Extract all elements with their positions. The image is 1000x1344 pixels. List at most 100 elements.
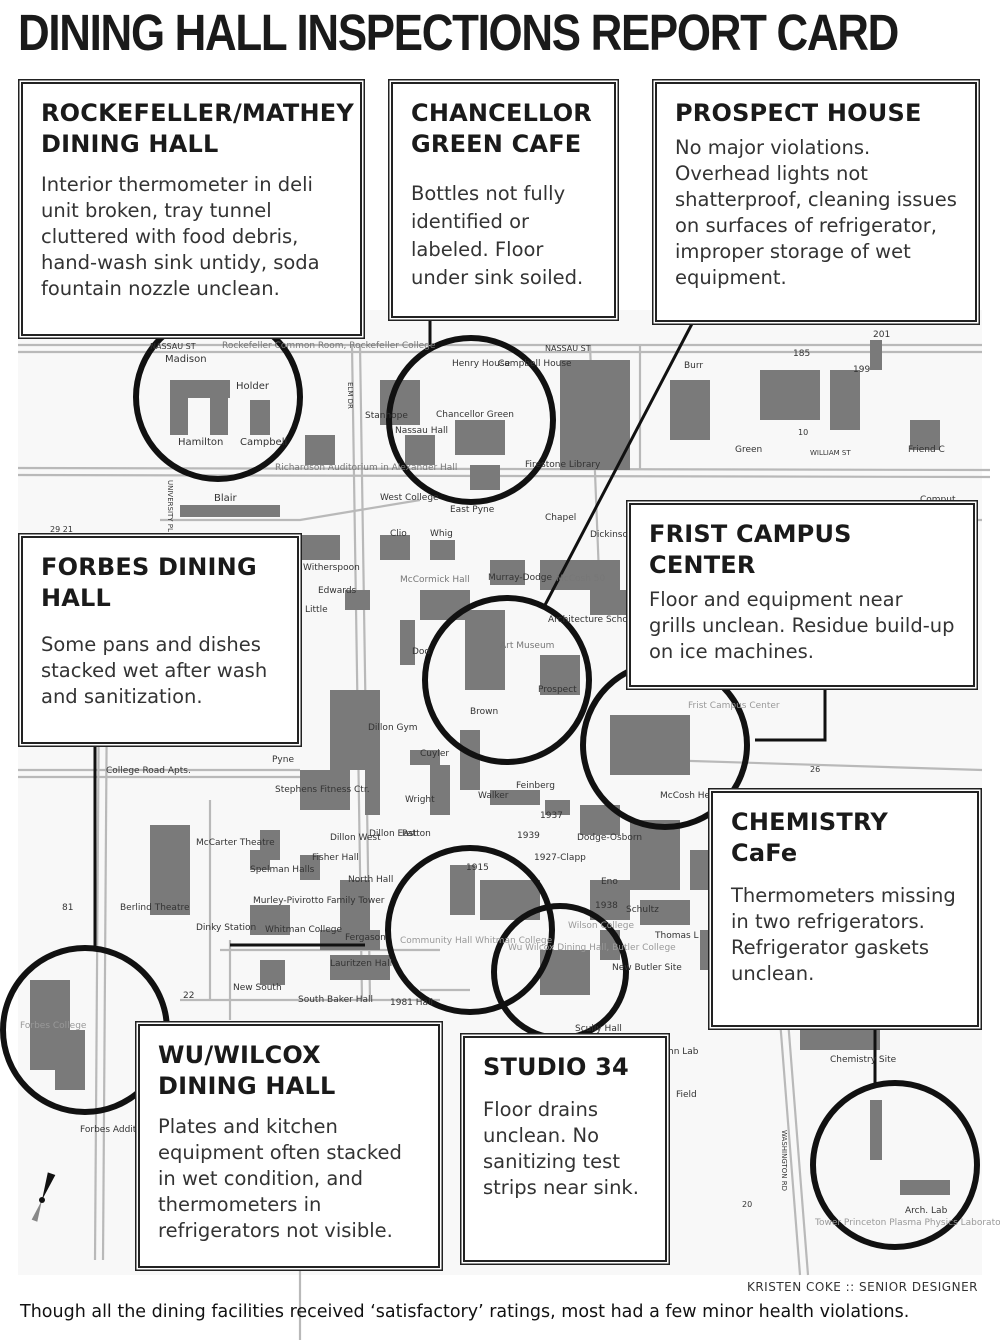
building-footprint: [300, 770, 350, 810]
buildings: [30, 340, 950, 1195]
map-label: Cuyler: [420, 749, 449, 759]
building-footprint: [545, 800, 570, 815]
caption: Though all the dining facilities receive…: [20, 1302, 910, 1322]
callout-title: CHANCELLOR GREEN CAFE: [411, 99, 592, 158]
map-label: Art Museum: [500, 641, 554, 651]
map-label: Henry House: [452, 359, 511, 369]
map-label: Whitman College: [265, 925, 343, 935]
map-label: Architecture School: [548, 615, 636, 625]
map-label: Patton: [402, 829, 431, 839]
map-label: NASSAU ST: [545, 344, 591, 353]
map-label: Stanhope: [365, 411, 408, 421]
north-arrow-icon: [31, 1172, 56, 1222]
map-label: Murray-Dodge: [488, 573, 553, 583]
map-label: UNIVERSITY PL: [166, 480, 174, 532]
callout-title: STUDIO 34: [483, 1053, 629, 1081]
map-label: Campbell House: [498, 359, 572, 369]
map-label: 201: [873, 330, 890, 340]
designer-credit: KRISTEN COKE :: SENIOR DESIGNER: [746, 1280, 978, 1294]
building-footprint: [250, 400, 270, 435]
callout-chancellor-green: CHANCELLOR GREEN CAFE Bottles not fully …: [391, 82, 616, 318]
map-label: Whig: [430, 529, 453, 539]
map-label: McCarter Theatre: [196, 838, 275, 848]
map-label: Witherspoon: [303, 563, 360, 573]
map-label: Clio: [390, 529, 407, 539]
map-label: Dillon Gym: [368, 723, 418, 733]
building-footprint: [760, 370, 820, 420]
callout-title: ROCKEFELLER/MATHEY DINING HALL: [41, 99, 354, 158]
map-label: Little: [305, 605, 328, 615]
map-label: Spelman Halls: [250, 865, 315, 875]
building-footprint: [305, 435, 335, 465]
map-label: 20: [742, 1200, 752, 1209]
map-label: 22: [183, 991, 194, 1001]
building-footprint: [490, 790, 540, 805]
callout-text: Some pans and dishes stacked wet after w…: [41, 633, 268, 708]
map-label: NASSAU ST: [150, 342, 196, 351]
building-footprint: [670, 380, 710, 440]
building-footprint: [250, 850, 270, 870]
building-footprint: [300, 855, 320, 880]
map-label: Berlind Theatre: [120, 903, 190, 913]
callout-title: WU/WILCOX DINING HALL: [158, 1041, 336, 1100]
magnifier-chancellor-green: [386, 335, 556, 505]
building-footprint: [420, 590, 470, 620]
map-label: Blair: [214, 493, 238, 504]
map-label: WILLIAM ST: [810, 449, 851, 457]
map-label: Stephens Fitness Ctr.: [275, 785, 370, 795]
map-label: Arch. Lab: [905, 1206, 948, 1216]
map-label: Firestone Library: [525, 460, 601, 470]
building-footprint: [590, 880, 630, 920]
map-label: 1937: [540, 811, 563, 821]
map-label: College Road Apts.: [106, 766, 191, 776]
map-label: Forbes Addition: [80, 1125, 150, 1135]
map-label: McCormick Hall: [400, 575, 470, 585]
map-label: Burr: [684, 361, 703, 371]
map-label: Field: [676, 1090, 697, 1100]
map-label: 1938: [595, 901, 618, 911]
callout-title: FRIST CAMPUS CENTER: [649, 520, 852, 579]
building-footprint: [450, 865, 475, 915]
map-label: Dillon East: [369, 829, 417, 839]
map-label: Walker: [478, 791, 509, 801]
map-labels: NASSAU ST NASSAU ST Madison Holder Hamil…: [20, 330, 1000, 1228]
building-footprint: [365, 765, 380, 815]
map-label: New Butler Site: [612, 963, 682, 973]
building-footprint: [430, 540, 455, 560]
map-label: Chapel: [545, 513, 576, 523]
building-footprint: [340, 880, 370, 930]
map-label: ELM DR: [346, 382, 354, 409]
building-footprint: [345, 590, 370, 610]
map-label: Pyne: [272, 755, 294, 765]
building-footprint: [400, 620, 415, 665]
building-footprint: [150, 825, 190, 915]
building-footprint: [490, 560, 525, 585]
building-footprint: [380, 535, 410, 560]
leader-lines: [93, 317, 877, 1085]
map-label: Edwards: [318, 586, 357, 596]
map-label: Dod: [412, 647, 430, 657]
callout-text: Bottles not fully identified or labeled.…: [411, 182, 584, 289]
map-label: Forbes College: [20, 1021, 87, 1031]
map-label: Green: [735, 445, 762, 455]
map-label: 1981 Hall: [390, 998, 433, 1008]
callout-wu-wilcox: WU/WILCOX DINING HALL Plates and kitchen…: [138, 1024, 440, 1268]
callout-title: CHEMISTRY CaFe: [731, 808, 888, 867]
building-footprint: [260, 960, 285, 985]
building-footprint: [300, 535, 340, 560]
building-footprint: [170, 380, 230, 398]
callout-text: Thermometers missing in two refrigerator…: [731, 884, 956, 985]
map-label: Friend C: [908, 445, 945, 455]
callout-chemistry: CHEMISTRY CaFe Thermometers missing in t…: [711, 791, 979, 1027]
building-footprint: [330, 690, 380, 770]
building-footprint: [610, 715, 690, 775]
building-footprint: [55, 1030, 85, 1090]
map-label: Chemistry Site: [830, 1055, 897, 1065]
map-label: Brown: [470, 707, 498, 717]
map-label: Murley-Pivirotto Family Tower: [253, 896, 385, 906]
building-footprint: [540, 655, 580, 695]
map-label: Community Hall Whitman College: [400, 936, 553, 946]
building-footprint: [870, 340, 882, 370]
map-label: South Baker Hall: [298, 995, 373, 1005]
map-label: Fergason: [345, 933, 386, 943]
